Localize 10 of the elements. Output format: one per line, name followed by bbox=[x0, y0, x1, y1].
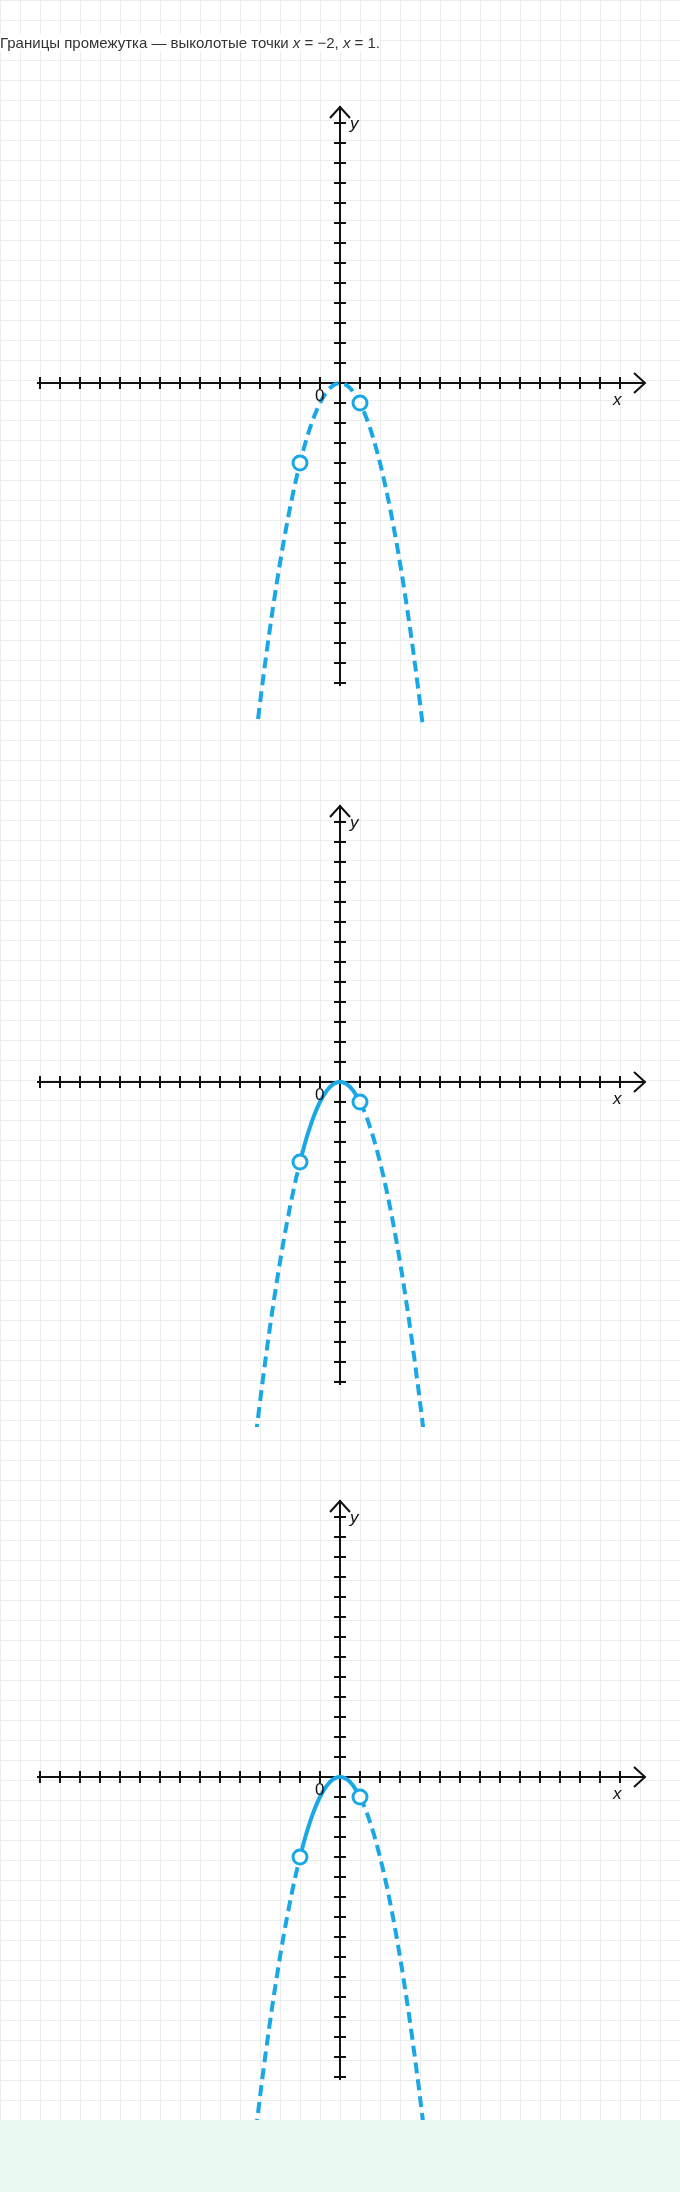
caption-text: Границы промежутка — выколотые точки x = −2, x = 1. bbox=[0, 34, 380, 51]
y-axis-label: y bbox=[350, 1509, 359, 1527]
y-axis-label: y bbox=[350, 115, 359, 133]
x-axis-label: x bbox=[613, 1785, 622, 1803]
origin-label: 0 bbox=[315, 1781, 325, 1799]
origin-label: 0 bbox=[315, 1086, 325, 1104]
origin-label: 0 bbox=[315, 387, 325, 405]
x-axis-label: x bbox=[613, 1090, 622, 1108]
y-axis-label: y bbox=[350, 814, 359, 832]
x-axis-label: x bbox=[613, 391, 622, 409]
